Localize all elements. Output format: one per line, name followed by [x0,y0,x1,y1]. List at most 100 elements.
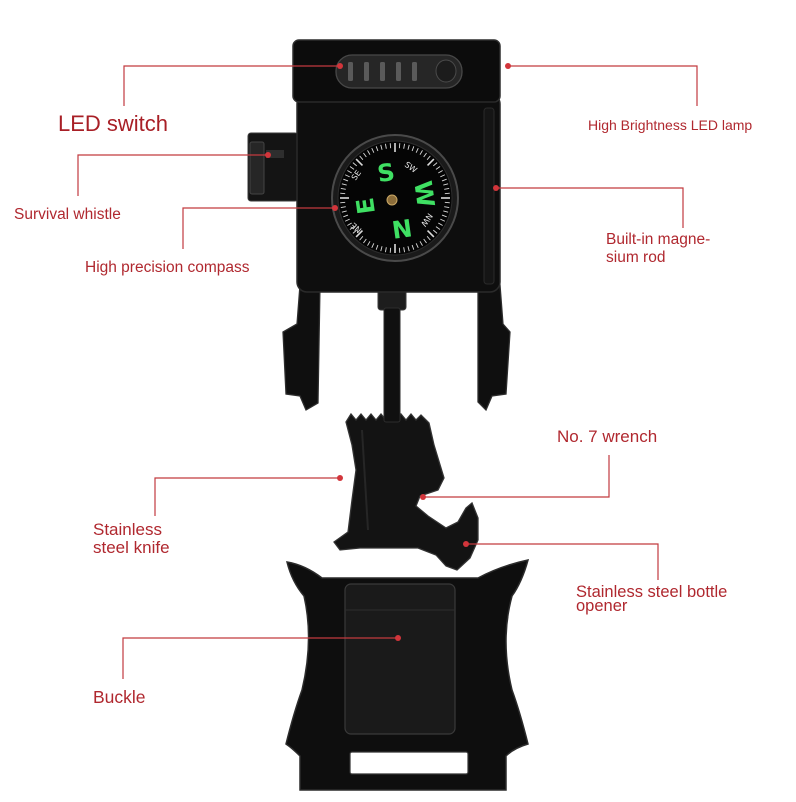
compass-tick [340,188,346,190]
leader-line-led-lamp [508,65,698,106]
compass-tick [415,147,419,153]
left-clip-leg [282,284,321,411]
leader-dot-whistle [265,152,271,158]
compass-tick [415,243,419,249]
compass-tick [347,222,352,226]
blade-edge-highlight [361,429,369,531]
compass-tick [340,206,346,208]
label-knife-line2: steel knife [93,538,170,557]
label-led-lamp: High Brightness LED lamp [588,117,753,133]
housing-side-rail-right [483,107,495,285]
leader-dot-wrench [420,494,426,500]
callout-lines [77,63,698,679]
compass-tick [385,143,387,149]
leader-line-magnesium-rod [496,187,684,228]
compass-tick [380,246,383,252]
compass-tick [347,170,352,174]
compass-tick [423,238,427,244]
compass-tick [385,247,387,253]
compass-tick [355,158,364,167]
compass-letter-w: W [408,179,439,209]
compass-tick [375,244,379,250]
compass-tick [407,144,410,150]
compass-tick [367,241,371,246]
compass-pivot [386,194,398,206]
compass-tick [435,166,441,170]
label-knife-line1: Stainless [93,520,162,539]
compass-letter-e: E [351,196,381,216]
compass-tick [438,222,443,226]
compass-tick [341,210,347,213]
right-clip-leg [477,284,511,412]
compass: S W N E SW NW NE SE [331,134,459,262]
compass-tick [426,236,431,241]
leader-line-bottle-opener [466,543,659,580]
led-switch-ridge [380,62,385,81]
buckle-strap-slot [349,751,469,775]
compass-tick [359,236,364,241]
compass-tick [371,243,375,249]
compass-tick [363,238,367,244]
leader-line-buckle [122,637,398,679]
compass-tick [444,188,450,190]
compass-tick [438,170,443,174]
compass-ticks [340,143,450,253]
compass-tick [355,229,364,238]
label-magnesium-rod-line2: sium rod [606,249,666,266]
led-switch-end [435,59,457,83]
compass-tick [426,155,431,160]
whistle-slot [266,150,284,158]
compass-tick [367,150,371,155]
leader-dot-knife [337,475,343,481]
led-switch-ridge [364,62,369,81]
rod-shaft [383,307,401,423]
compass-tick [352,162,357,167]
leader-dot-led-lamp [505,63,511,69]
compass-tick [423,152,427,158]
label-led-switch: LED switch [58,111,169,136]
compass-tick [440,218,446,222]
compass-tick [352,229,357,234]
leader-line-whistle [77,154,268,196]
label-compass: High precision compass [85,259,250,276]
compass-tick [403,143,405,149]
label-magnesium-rod: Built-in magne- sium rod [606,231,710,267]
label-bottle-opener-line2: opener [576,597,628,615]
leader-line-compass [182,207,335,249]
leader-line-knife [154,477,340,516]
compass-tick [443,183,449,186]
compass-tick [371,147,375,153]
compass-tick [440,174,446,178]
label-magnesium-rod-line1: Built-in magne- [606,231,711,248]
compass-tick [441,214,447,218]
compass-tick [435,226,441,230]
label-knife: Stainless steel knife [93,521,170,557]
compass-tick [363,152,367,158]
compass-tick [426,158,435,167]
compass-tick [407,246,410,252]
compass-tick [343,178,349,182]
compass-tick [411,146,415,152]
multi-tool-blade [333,412,479,571]
compass-tick [349,226,355,230]
label-bottle-opener: Stainless steel bottle opener [576,583,728,615]
led-switch [335,54,463,89]
compass-tick [341,183,347,186]
compass-tick [403,247,405,253]
compass-tick [411,244,415,250]
led-switch-ridge [412,62,417,81]
led-switch-ridge [348,62,353,81]
leader-dot-bottle-opener [463,541,469,547]
compass-tick [426,229,435,238]
compass-tick [433,229,438,234]
compass-tick [441,178,447,182]
compass-tick [419,241,423,246]
label-survival-whistle: Survival whistle [14,206,121,223]
compass-tick [343,214,349,218]
leader-dot-compass [332,205,338,211]
compass-tick [359,155,364,160]
leader-dot-magnesium-rod [493,185,499,191]
compass-tick [444,206,450,208]
label-bottle-opener-line1: Stainless steel bottle [576,583,728,601]
